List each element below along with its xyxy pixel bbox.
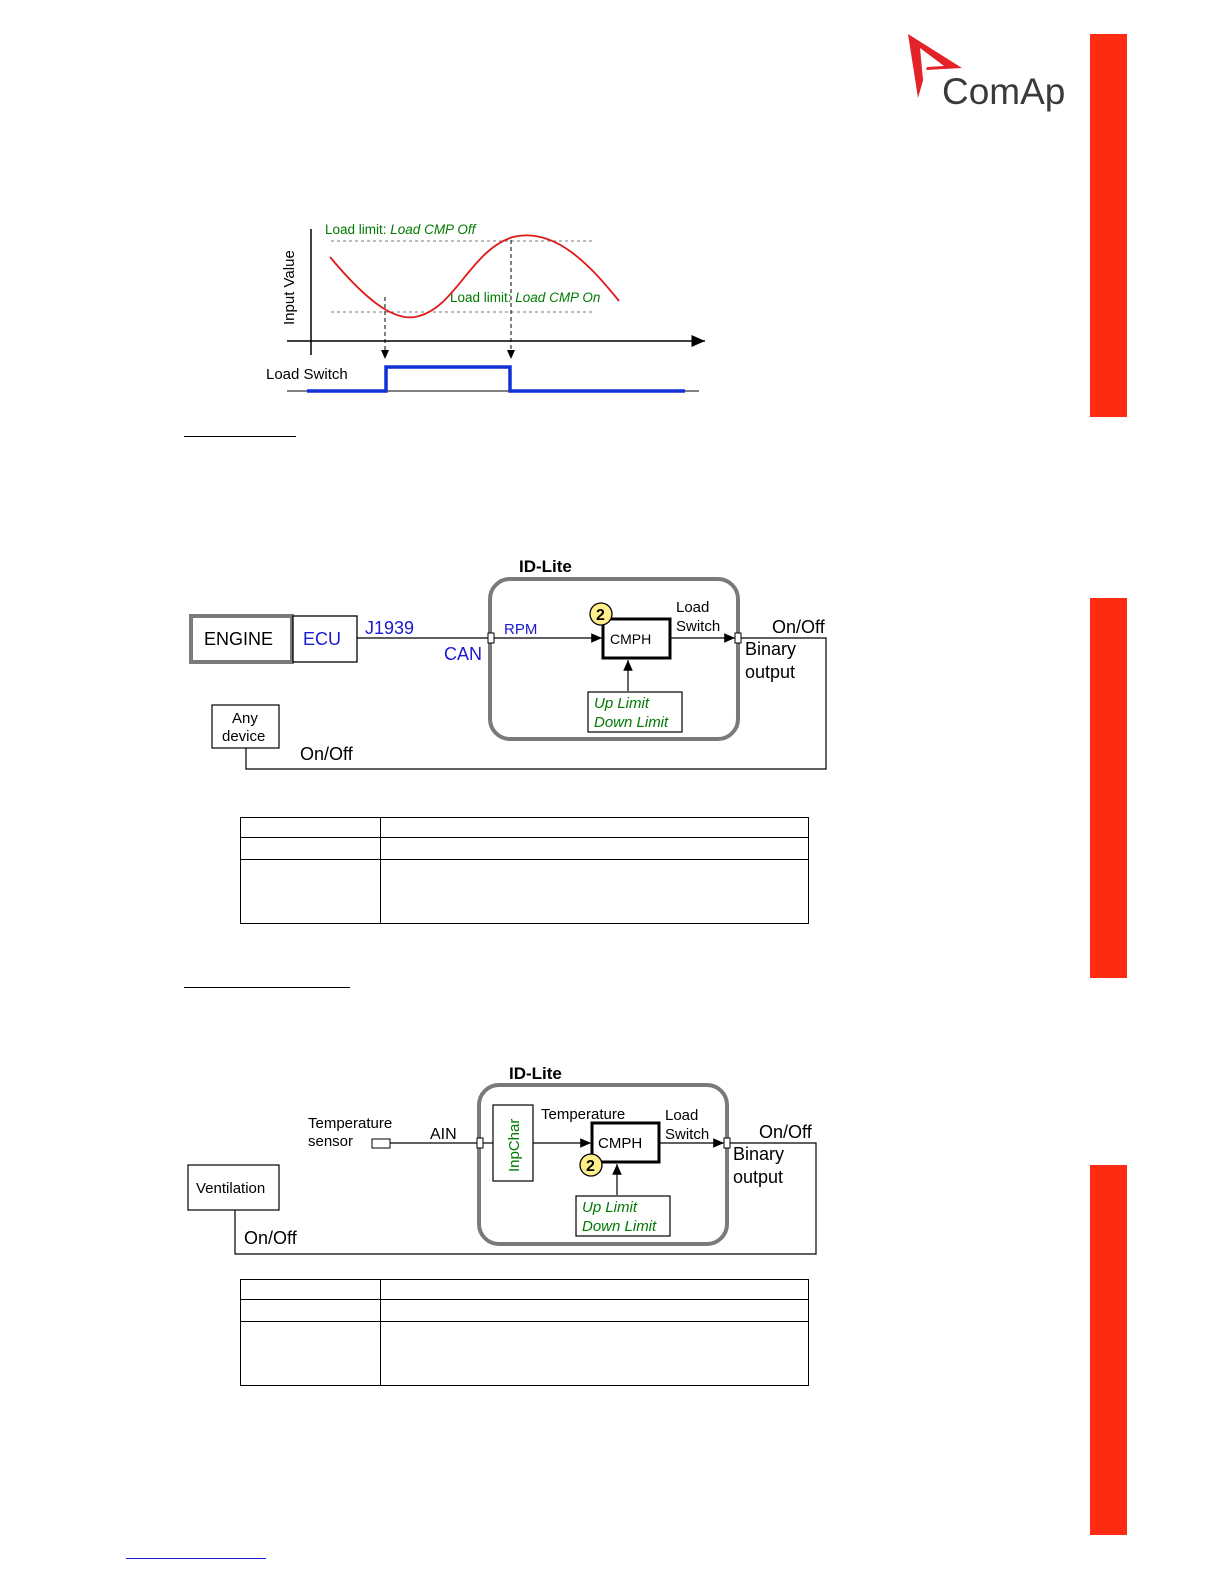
down-limit-label: Down Limit	[582, 1218, 657, 1235]
cmph-label: CMPH	[610, 631, 651, 647]
feedback-wire	[245, 637, 827, 770]
table-cell	[380, 817, 809, 838]
ecu-label: ECU	[303, 629, 341, 649]
onoff-output-label: On/Off	[759, 1122, 813, 1142]
limits-box	[575, 1195, 671, 1237]
section-heading-underline-1	[184, 436, 296, 437]
upper-threshold-label: Load limit: Load CMP Off	[325, 222, 477, 237]
engine-box	[189, 614, 294, 664]
sensor-icon	[371, 1138, 391, 1149]
table-cell	[380, 1321, 809, 1386]
logo-text: ComAp	[942, 71, 1065, 112]
table-cell	[240, 859, 381, 924]
j1939-label: J1939	[365, 618, 414, 638]
temperature-label: Temperature	[541, 1106, 625, 1123]
load-switch-signal	[307, 365, 685, 393]
function-badge	[589, 602, 613, 626]
y-axis-label: Input Value	[281, 250, 298, 325]
binary-output-label-1: Binary	[733, 1144, 784, 1164]
ain-port	[476, 1137, 484, 1149]
table-cell	[240, 1279, 381, 1300]
sidebar-bar-top	[1090, 34, 1127, 417]
sidebar-bar-bottom	[1090, 1165, 1127, 1535]
inpchar-label: InpChar	[506, 1119, 523, 1172]
ain-label: AIN	[430, 1126, 457, 1143]
ventilation-label: Ventilation	[196, 1180, 265, 1197]
table-cell	[240, 837, 381, 860]
binary-output-label-1: Binary	[745, 639, 796, 659]
load-switch-label-1: Load	[676, 599, 709, 616]
binary-port	[734, 632, 742, 644]
onoff-device-label: On/Off	[300, 744, 354, 764]
sidebar-bar-middle	[1090, 598, 1127, 978]
lower-threshold-label: Load limit: Load CMP On	[450, 290, 600, 305]
can-port	[487, 632, 495, 644]
function-badge-number: 2	[596, 607, 605, 624]
table-cell	[380, 837, 809, 860]
load-switch-label-2: Switch	[676, 618, 720, 635]
ventilation-box	[187, 1164, 280, 1211]
binary-port	[723, 1137, 731, 1149]
up-limit-label: Up Limit	[594, 695, 650, 712]
sensor-label-2: sensor	[308, 1133, 353, 1150]
down-limit-label: Down Limit	[594, 714, 669, 731]
rpm-label: RPM	[504, 621, 537, 638]
footer-link-underline[interactable]	[126, 1558, 266, 1559]
engine-rpm-diagram: ID-Lite ENGINE ECU J1939 CAN RPM CMPH 2 …	[189, 557, 827, 770]
id-lite-title: ID-Lite	[509, 1064, 562, 1083]
any-device-box	[211, 704, 280, 749]
load-switch-label-1: Load	[665, 1107, 698, 1124]
table-cell	[380, 1279, 809, 1300]
binary-output-label-2: output	[745, 662, 795, 682]
table-cell	[240, 1321, 381, 1386]
ecu-box	[292, 615, 358, 663]
binary-output-label-2: output	[733, 1167, 783, 1187]
load-switch-label-2: Switch	[665, 1126, 709, 1143]
table-cell	[240, 1299, 381, 1322]
section-heading-underline-2	[184, 987, 350, 988]
any-device-label-1: Any	[232, 710, 258, 727]
logo-mark-icon	[908, 34, 962, 98]
engine-label: ENGINE	[204, 629, 273, 649]
comap-logo: ComAp	[900, 28, 1080, 118]
table-cell	[380, 1299, 809, 1322]
parameter-table-2	[240, 1279, 809, 1386]
id-lite-title: ID-Lite	[519, 557, 572, 576]
can-label: CAN	[444, 644, 482, 664]
cmph-block	[590, 1121, 661, 1164]
any-device-label-2: device	[222, 728, 265, 745]
function-badge	[579, 1153, 603, 1177]
temperature-ventilation-diagram: ID-Lite Temperature sensor AIN InpChar T…	[187, 1064, 817, 1255]
function-badge-number: 2	[586, 1158, 595, 1175]
hysteresis-diagram: Input Value Load limit: Load CMP Off Loa…	[266, 222, 705, 393]
table-cell	[240, 817, 381, 838]
id-lite-box	[488, 577, 740, 741]
parameter-table-1	[240, 817, 809, 924]
cmph-label: CMPH	[598, 1135, 642, 1152]
table-cell	[380, 859, 809, 924]
up-limit-label: Up Limit	[582, 1199, 638, 1216]
onoff-ventilation-label: On/Off	[244, 1228, 298, 1248]
sensor-label-1: Temperature	[308, 1115, 392, 1132]
load-switch-label: Load Switch	[266, 366, 348, 383]
id-lite-box	[477, 1083, 729, 1246]
inpchar-box	[492, 1104, 534, 1182]
limits-box	[587, 691, 683, 733]
input-value-curve	[329, 234, 620, 319]
feedback-wire	[234, 1142, 817, 1255]
onoff-output-label: On/Off	[772, 617, 826, 637]
